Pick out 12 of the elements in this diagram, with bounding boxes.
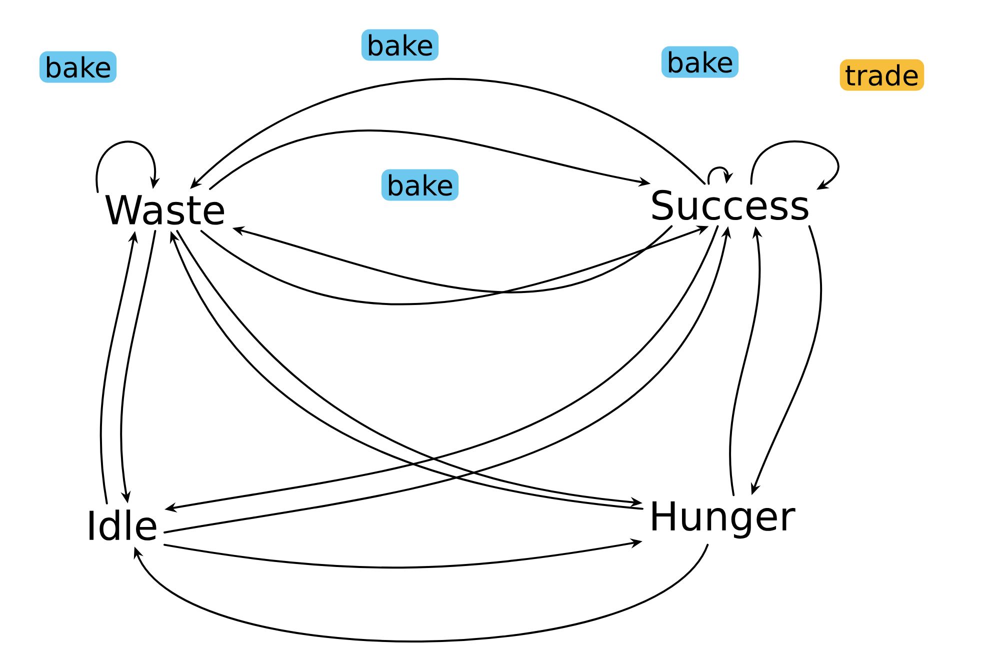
arrow: [96, 140, 160, 193]
state-label: Waste: [105, 195, 224, 225]
state-label: Idle: [90, 510, 156, 540]
edge-label: bake: [661, 46, 739, 78]
edge-label: bake: [361, 29, 439, 61]
edge-label: bake: [381, 169, 459, 201]
edge-label: bake: [39, 51, 117, 83]
edge-label: trade: [840, 59, 924, 91]
state-label: Hunger: [652, 501, 796, 539]
arrow: [707, 166, 734, 185]
state-label: Success: [652, 190, 808, 220]
arrow: [134, 544, 709, 642]
